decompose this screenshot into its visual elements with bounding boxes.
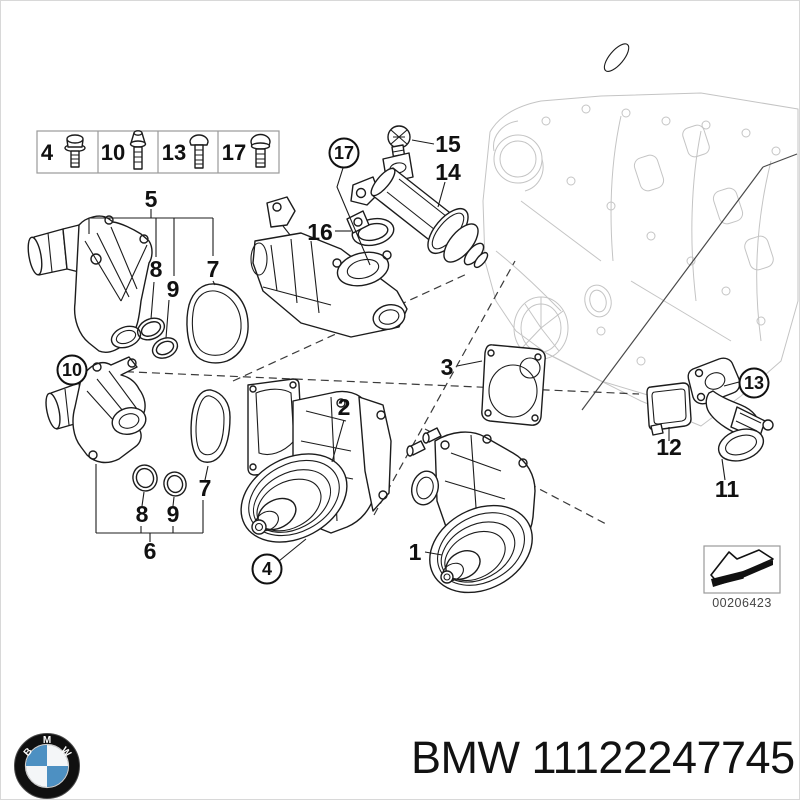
bmw-roundel-logo: B M W [14,733,80,799]
part-1-water-pump [406,427,536,594]
part-16-o-ring [351,217,395,247]
svg-text:4: 4 [262,559,272,579]
callout-7b: 7 [199,475,212,501]
svg-text:13: 13 [744,373,764,393]
diagram-stamp: 00206423 [703,545,781,610]
part-number-title: BMW 11122247745 [411,732,795,783]
engine-bolt-dots [541,104,781,386]
callout-5: 5 [145,186,158,212]
callout-6: 6 [144,538,157,564]
callout-8: 8 [150,256,163,282]
part-5-thermostat-housing [27,215,153,353]
round-head-bolt-icon [250,133,271,168]
callout-12: 12 [656,434,682,460]
stamp-code: 00206423 [712,596,772,610]
exploded-parts-diagram: 4 10 13 17 [27,43,799,610]
callout-labels: 5 8 9 7 15 14 16 3 12 11 2 1 8 9 7 6 17 … [56,131,770,585]
pump-1-pulley [429,504,533,594]
part-12-square-gasket [646,382,692,436]
callout-1: 1 [409,539,422,565]
circled-callout-17: 17 [328,137,360,169]
part-8-o-ring-lower [132,464,158,492]
pump-2-pulley [240,453,348,543]
svg-text:10: 10 [62,360,82,380]
part-8-o-ring [136,317,166,341]
page-back-arrow-icon [710,549,774,587]
assembly-dashed-lines [86,260,640,525]
logo-letter-m: M [43,735,51,746]
pan-head-bolt-icon [129,130,147,170]
dome-head-bolt-icon [189,134,209,169]
legend-label: 4 [41,140,54,165]
callout-11: 11 [715,476,740,502]
circled-callout-4: 4 [251,553,283,585]
callout-14: 14 [435,159,461,185]
legend-label: 10 [101,140,125,165]
callout-3: 3 [441,354,454,380]
callout-2: 2 [338,394,351,420]
part-6-thermostat-housing [45,356,147,464]
callout-16: 16 [307,219,333,245]
callout-9: 9 [167,276,180,302]
flange-hex-bolt-icon [64,134,86,168]
callout-15: 15 [435,131,461,157]
callout-9b: 9 [167,501,180,527]
view-wedge-line [581,153,798,411]
part-2-water-pump [240,378,392,543]
callout-8b: 8 [136,501,149,527]
part-11-coolant-elbow [687,357,774,462]
part-9-o-ring-lower [163,471,187,497]
legend-label: 17 [222,140,246,165]
part-7-profile-gasket-lower [190,389,231,463]
legend-label: 13 [162,140,186,165]
callout-7: 7 [207,256,220,282]
circled-callout-13: 13 [738,367,770,399]
circled-callout-10: 10 [56,354,88,386]
svg-text:17: 17 [334,143,354,163]
part-16-housing [250,196,408,338]
part-3-pump-gasket [481,344,546,426]
leader-lines [88,139,740,562]
part-14-connecting-pipe [346,43,630,269]
part-9-o-ring [151,337,179,359]
part-7-profile-gasket [186,283,249,364]
fastener-legend: 4 10 13 17 [36,130,280,174]
